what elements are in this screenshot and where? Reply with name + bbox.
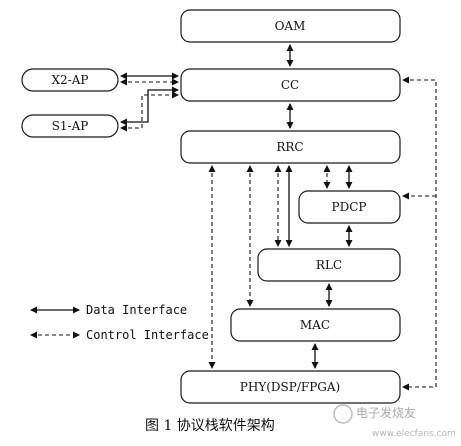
- block-rrc-label: RRC: [276, 140, 303, 154]
- block-oam: OAM: [180, 9, 401, 43]
- connections: [120, 44, 437, 391]
- block-x2ap-label: X2-AP: [52, 73, 89, 87]
- legend-control-label: Control Interface: [86, 328, 209, 342]
- arrow-s1ap-cc-data: [120, 86, 179, 126]
- watermark: 电子发烧友 www.elecfans.com: [333, 404, 456, 439]
- block-mac: MAC: [230, 308, 401, 342]
- block-cc-label: CC: [281, 78, 299, 92]
- block-pdcp-label: PDCP: [332, 200, 367, 214]
- watermark-url: www.elecfans.com: [372, 429, 456, 439]
- legend: Data Interface Control Interface: [30, 303, 209, 342]
- figure-caption: 图 1 协议栈软件架构: [145, 418, 275, 434]
- block-rlc: RLC: [257, 248, 401, 282]
- legend-data-label: Data Interface: [86, 303, 187, 317]
- block-s1ap: S1-AP: [21, 114, 119, 138]
- block-oam-label: OAM: [275, 19, 306, 33]
- arrow-s1ap-cc-control: [120, 91, 179, 132]
- block-rrc: RRC: [180, 130, 401, 164]
- watermark-brand: 电子发烧友: [356, 405, 416, 420]
- block-phy: PHY(DSP/FPGA): [180, 370, 401, 404]
- block-s1ap-label: S1-AP: [52, 119, 89, 133]
- block-mac-label: MAC: [300, 318, 330, 332]
- block-x2ap: X2-AP: [21, 68, 119, 92]
- block-rlc-label: RLC: [316, 258, 342, 272]
- block-pdcp: PDCP: [298, 190, 401, 224]
- watermark-logo-icon: [333, 404, 353, 424]
- block-cc: CC: [180, 68, 401, 102]
- arrow-cc-phy-control: [402, 76, 437, 391]
- block-phy-label: PHY(DSP/FPGA): [240, 380, 340, 394]
